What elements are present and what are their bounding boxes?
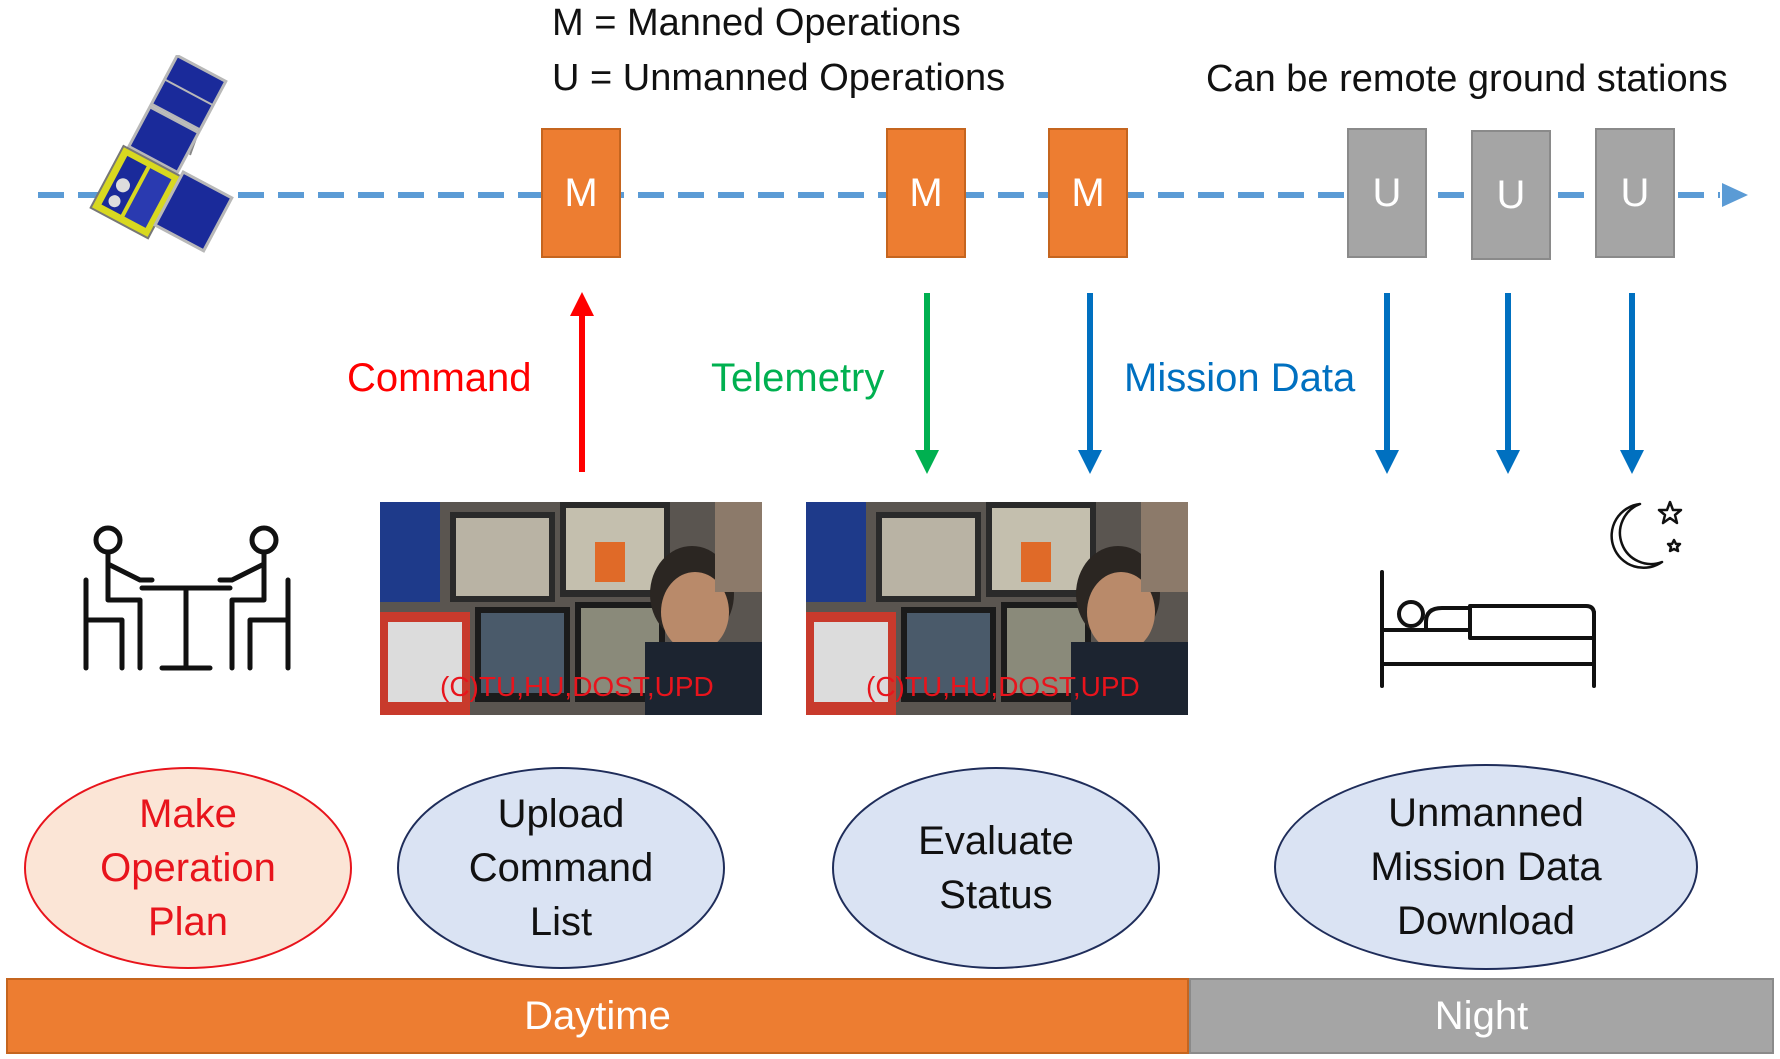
phase-night: Night	[1189, 978, 1774, 1054]
step-line: Make	[139, 792, 237, 836]
telemetry-arrow	[915, 293, 939, 474]
mission-data-arrow	[1078, 293, 1102, 474]
mission-data-arrow	[1496, 293, 1520, 474]
phase-daytime: Daytime	[6, 978, 1189, 1054]
bed-icon	[1380, 570, 1596, 688]
mission-data-arrow	[1375, 293, 1399, 474]
step-unmanned-mission-data-download: Unmanned Mission Data Download	[1274, 764, 1698, 970]
step-make-operation-plan: Make Operation Plan	[24, 767, 352, 969]
timeline-arrowhead	[1722, 183, 1748, 207]
step-line: List	[529, 900, 593, 944]
step-line: Operation	[100, 846, 276, 890]
meeting-icon	[83, 525, 291, 671]
step-line: Command	[468, 846, 654, 890]
ground-station-photo: (C)TU,HU,DOST,UPD	[380, 502, 762, 715]
legend-manned: M = Manned Operations	[552, 2, 961, 44]
legend-unmanned: U = Unmanned Operations	[552, 57, 1006, 99]
telemetry-label: Telemetry	[711, 356, 885, 400]
remote-ground-stations-note: Can be remote ground stations	[1206, 58, 1728, 100]
moon-stars-icon	[1610, 500, 1683, 570]
step-line: Evaluate	[918, 819, 1074, 863]
step-line: Mission Data	[1370, 845, 1602, 889]
photo-copyright: (C)TU,HU,DOST,UPD	[440, 671, 714, 702]
pass-box-unmanned: U	[1595, 128, 1675, 258]
pass-box-unmanned: U	[1347, 128, 1427, 258]
step-line: Unmanned	[1388, 791, 1584, 835]
mission-data-label: Mission Data	[1124, 356, 1356, 400]
step-upload-command-list: Upload Command List	[397, 767, 725, 969]
command-label: Command	[347, 356, 532, 400]
satellite-icon	[89, 55, 234, 253]
step-line: Download	[1397, 899, 1575, 943]
pass-box-manned: M	[541, 128, 621, 258]
ground-station-photo: (C)TU,HU,DOST,UPD	[806, 502, 1188, 715]
step-line: Plan	[147, 900, 229, 944]
pass-box-unmanned: U	[1471, 130, 1551, 260]
pass-box-manned: M	[1048, 128, 1128, 258]
step-line: Upload	[497, 792, 625, 836]
photo-copyright: (C)TU,HU,DOST,UPD	[866, 671, 1140, 702]
mission-data-arrow	[1620, 293, 1644, 474]
pass-box-manned: M	[886, 128, 966, 258]
step-evaluate-status: Evaluate Status	[832, 767, 1160, 969]
step-line: Status	[939, 873, 1053, 917]
command-arrow	[570, 292, 594, 472]
